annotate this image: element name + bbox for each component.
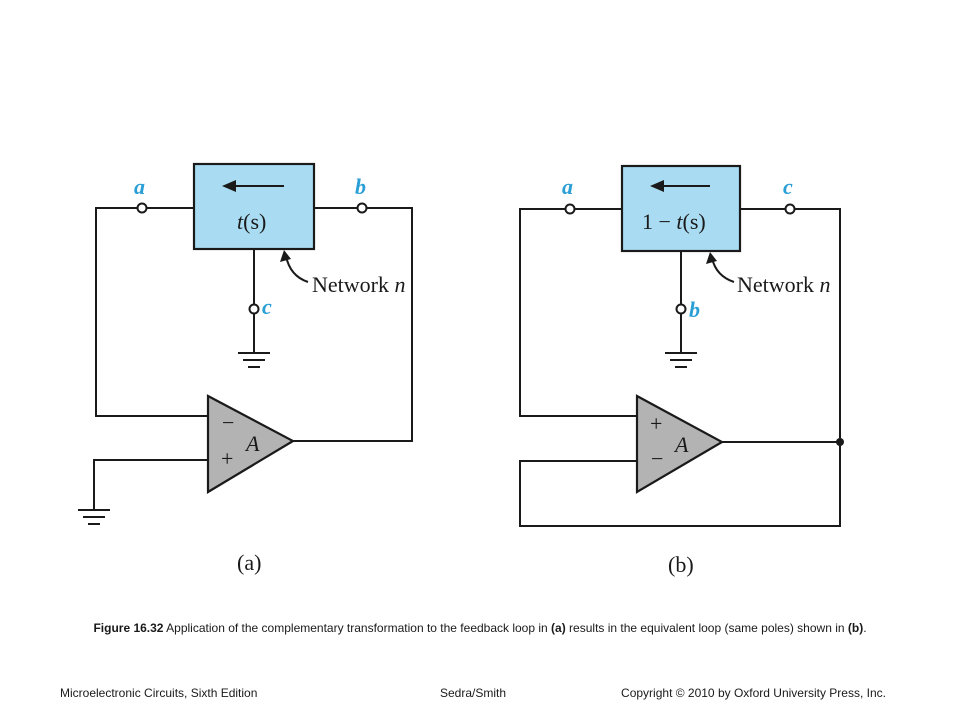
terminal-b <box>356 202 368 214</box>
caption-text-3: . <box>863 621 867 635</box>
opamp-a-bottom-sign: + <box>221 446 233 471</box>
panel-label-b: (b) <box>668 552 694 577</box>
ground-icon <box>665 352 697 368</box>
node-label-b-bottom: b <box>689 297 700 322</box>
figure-number: Figure 16.32 <box>93 621 164 635</box>
arrow-left-icon <box>222 180 284 192</box>
node-label-a-left: a <box>134 174 145 199</box>
node-label-a-bottom: c <box>262 294 272 319</box>
terminal-c <box>248 303 260 315</box>
node-label-b-right: c <box>783 174 793 199</box>
caption-text-2: results in the equivalent loop (same pol… <box>565 621 848 635</box>
opamp-a-gain: A <box>244 431 260 456</box>
ground-icon <box>238 352 270 368</box>
network-label-b: Network n <box>737 272 830 297</box>
footer-book-title: Microelectronic Circuits, Sixth Edition <box>60 686 258 700</box>
network-label-a: Network n <box>312 272 405 297</box>
node-label-a-right: b <box>355 174 366 199</box>
diagram-a: t(s) a b c Network n − + A <box>78 162 413 575</box>
pointer-arrow-a <box>285 255 309 283</box>
pointer-arrow-b <box>711 257 735 283</box>
terminal-c <box>784 203 796 215</box>
footer-copyright: Copyright © 2010 by Oxford University Pr… <box>621 686 886 700</box>
opamp-b-gain: A <box>673 432 689 457</box>
opamp-a <box>206 394 296 494</box>
arrow-left-icon <box>650 180 710 192</box>
opamp-b <box>635 394 725 494</box>
opamp-a-top-sign: − <box>222 410 234 435</box>
figure-caption: Figure 16.32 Application of the compleme… <box>70 620 890 637</box>
network-block-a <box>192 162 316 251</box>
node-label-b-left: a <box>562 174 573 199</box>
ground-icon <box>78 509 110 525</box>
footer-authors: Sedra/Smith <box>440 686 507 700</box>
opamp-b-bottom-sign: − <box>651 446 663 471</box>
caption-text-1: Application of the complementary transfo… <box>163 621 552 635</box>
diagram-b: 1 − t(s) a c b Network n <box>519 164 844 577</box>
terminal-a <box>136 202 148 214</box>
caption-ref-b: (b) <box>847 621 864 635</box>
terminal-b <box>675 303 687 315</box>
opamp-b-top-sign: + <box>650 411 662 436</box>
block-label-b: 1 − t(s) <box>642 209 706 234</box>
block-label-a: t(s) <box>237 209 266 234</box>
caption-ref-a: (a) <box>551 621 566 635</box>
terminal-a <box>564 203 576 215</box>
panel-label-a: (a) <box>237 550 261 575</box>
